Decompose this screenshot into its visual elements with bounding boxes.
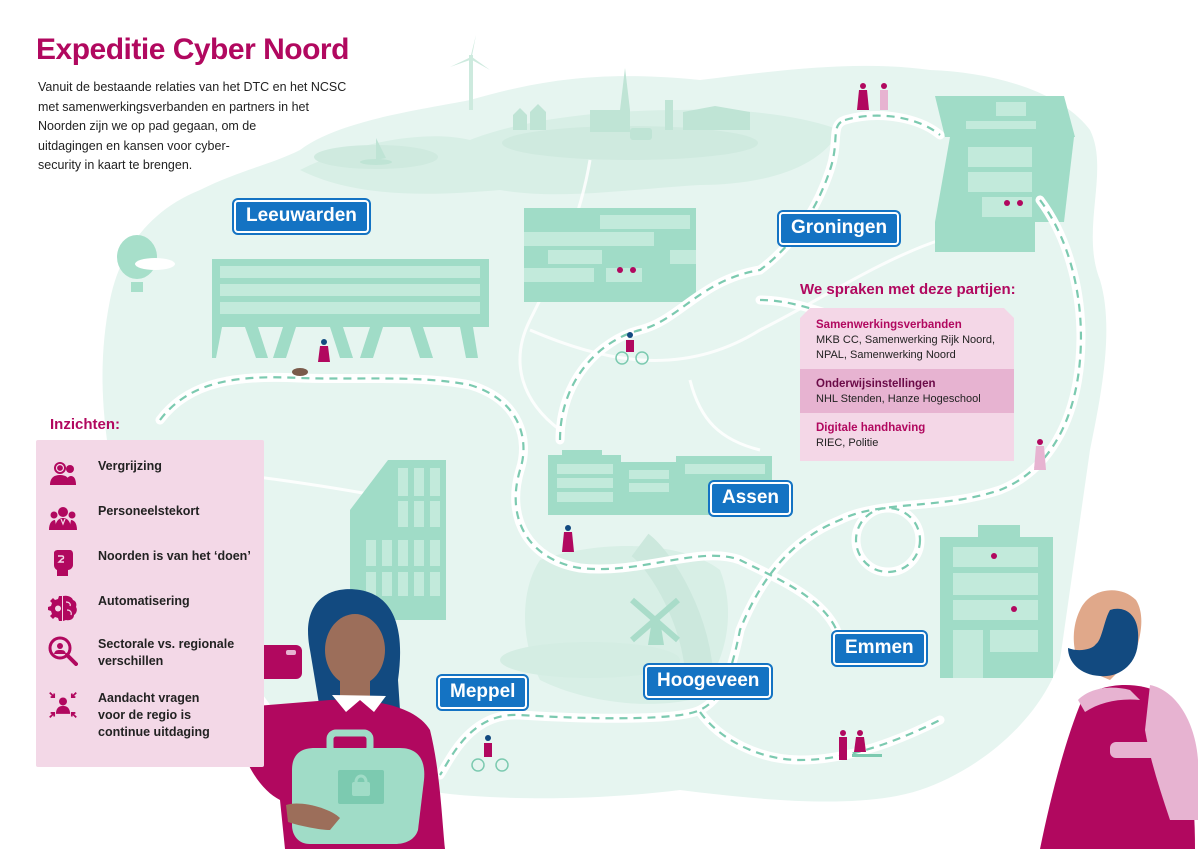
city-sign-meppel: Meppel bbox=[438, 676, 528, 709]
party-heading: Samenwerkingsverbanden bbox=[816, 319, 962, 331]
intro-line: Vanuit de bestaande relaties van het DTC… bbox=[38, 80, 347, 94]
intro-line: uitdagingen en kansen voor cyber- bbox=[38, 138, 230, 153]
intro-line: met samenwerkingsverbanden en partners i… bbox=[38, 99, 309, 114]
party-section-enforcement: Digitale handhaving RIEC, Politie bbox=[800, 413, 1014, 461]
magnifier-person-icon bbox=[48, 636, 78, 666]
insight-label-line: Personeelstekort bbox=[98, 504, 200, 518]
party-section-education: Onderwijsinstellingen NHL Stenden, Hanze… bbox=[800, 369, 1014, 413]
city-sign-leeuwarden: Leeuwarden bbox=[234, 200, 369, 233]
wind-turbine-icon bbox=[450, 35, 490, 110]
insight-item: Personeelstekort bbox=[48, 503, 199, 533]
insight-item: Vergrijzing bbox=[48, 458, 162, 488]
insights-panel: Vergrijzing Personeelstekort Noorden is … bbox=[36, 440, 264, 767]
insight-label-line: continue uitdaging bbox=[98, 725, 210, 739]
emmen-building bbox=[940, 525, 1053, 678]
insight-label-line: Aandacht vragen bbox=[98, 691, 200, 705]
insight-label-line: Sectorale vs. regionale bbox=[98, 637, 235, 651]
west-tall-building bbox=[350, 460, 446, 620]
party-line: RIEC, Politie bbox=[816, 437, 879, 449]
groningen-building bbox=[935, 96, 1075, 252]
parties-panel: Samenwerkingsverbanden MKB CC, Samenwerk… bbox=[800, 308, 1014, 461]
intro-text: Vanuit de bestaande relaties van het DTC… bbox=[38, 78, 368, 176]
staff-shortage-icon bbox=[48, 503, 78, 533]
intro-line: Noorden zijn we op pad gegaan, om de bbox=[38, 119, 257, 133]
fist-icon bbox=[48, 548, 78, 578]
insight-label: Noorden is van het ‘doen’ bbox=[98, 548, 251, 565]
insight-label: Sectorale vs. regionale verschillen bbox=[98, 636, 234, 670]
party-line: NHL Stenden, Hanze Hogeschool bbox=[816, 393, 981, 405]
insight-label: Personeelstekort bbox=[98, 503, 199, 520]
insight-label-line: voor de regio is bbox=[98, 708, 192, 722]
city-sign-assen: Assen bbox=[710, 482, 792, 515]
page-title: Expeditie Cyber Noord bbox=[36, 33, 349, 66]
insight-item: Noorden is van het ‘doen’ bbox=[48, 548, 251, 578]
insight-item: Sectorale vs. regionale verschillen bbox=[48, 636, 234, 670]
insight-label-line: verschillen bbox=[98, 654, 164, 668]
hot-air-balloon-icon bbox=[117, 235, 175, 292]
leeuwarden-building bbox=[212, 259, 489, 358]
man-with-backpack-illustration bbox=[1040, 590, 1198, 849]
insight-label: Vergrijzing bbox=[98, 458, 162, 475]
insight-label: Automatisering bbox=[98, 593, 190, 610]
insight-item: Aandacht vragen voor de regio is continu… bbox=[48, 690, 210, 741]
party-heading: Digitale handhaving bbox=[816, 422, 926, 434]
walking-people-figures bbox=[292, 83, 1046, 772]
insights-title: Inzichten: bbox=[50, 416, 120, 433]
insight-item: Automatisering bbox=[48, 593, 190, 623]
city-sign-groningen: Groningen bbox=[779, 212, 900, 245]
party-section-cooperations: Samenwerkingsverbanden MKB CC, Samenwerk… bbox=[800, 308, 1014, 369]
party-heading: Onderwijsinstellingen bbox=[816, 378, 936, 390]
assen-building bbox=[548, 450, 772, 515]
gear-brain-icon bbox=[48, 593, 78, 623]
central-office-building bbox=[524, 208, 696, 302]
city-sign-hoogeveen: Hoogeveen bbox=[645, 665, 772, 698]
attention-person-icon bbox=[48, 690, 78, 720]
elderly-people-icon bbox=[48, 458, 78, 488]
intro-line: security in kaart te brengen. bbox=[38, 158, 193, 172]
insight-label-line: Noorden is van het ‘doen’ bbox=[98, 549, 251, 563]
insight-label-line: Automatisering bbox=[98, 594, 190, 608]
insight-label: Aandacht vragen voor de regio is continu… bbox=[98, 690, 210, 741]
city-sign-emmen: Emmen bbox=[833, 632, 926, 665]
insight-label-line: Vergrijzing bbox=[98, 459, 162, 473]
parties-title: We spraken met deze partijen: bbox=[800, 281, 1016, 298]
party-line: NPAL, Samenwerking Noord bbox=[816, 349, 956, 361]
party-line: MKB CC, Samenwerking Rijk Noord, bbox=[816, 334, 996, 346]
windmill-icon bbox=[630, 597, 680, 645]
